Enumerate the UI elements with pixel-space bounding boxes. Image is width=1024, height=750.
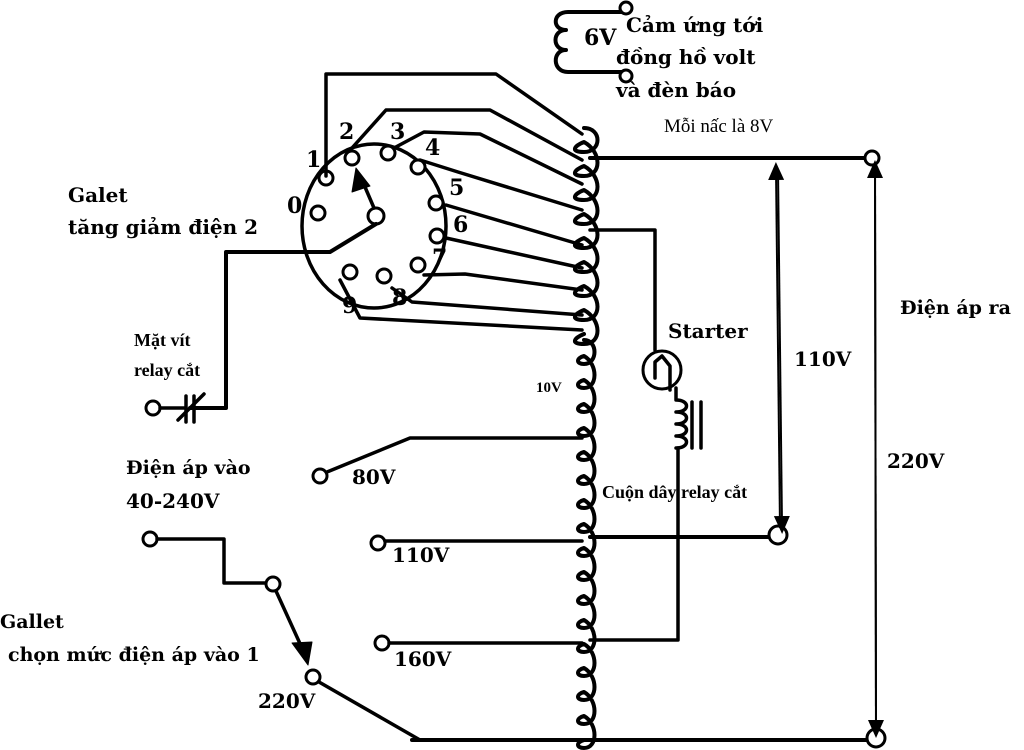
galet-2-switch <box>188 142 448 410</box>
sense-label-1: Cảm ứng tới <box>626 13 764 37</box>
tap-110-label: 110V <box>392 543 450 567</box>
relay-contact-label-1: Mặt vít <box>134 330 191 350</box>
galet-1-arrow-icon <box>291 641 313 666</box>
tap-80-label: 80V <box>352 465 396 489</box>
sense-terminal-top <box>618 0 634 16</box>
output-220-label: 220V <box>887 449 945 473</box>
sense-coil <box>553 0 634 84</box>
input-taps <box>304 436 584 742</box>
galet-pos-2: 2 <box>339 119 355 145</box>
galet-pos-7: 7 <box>432 245 448 271</box>
output-terminal-110 <box>767 524 789 546</box>
input-terminal <box>141 530 159 548</box>
output-terminal-top <box>863 149 881 167</box>
sense-label-3: và đèn báo <box>616 78 737 102</box>
galet-2-hub <box>366 206 386 226</box>
galet-2-contact-3 <box>379 144 397 162</box>
galet-2-contact-0 <box>309 204 327 222</box>
galet-pos-8: 8 <box>392 285 408 311</box>
tap-160-terminal <box>373 634 391 652</box>
galet-2-contact-9 <box>341 263 359 281</box>
relay-contact-terminal <box>144 399 162 417</box>
galet-1-pivot <box>264 575 282 593</box>
galet-2-label-2: tăng giảm điện 2 <box>68 215 259 239</box>
relay-coil-label: Cuộn dây relay cắt <box>602 482 748 502</box>
input-label-2: 40-240V <box>126 489 220 513</box>
sense-terminal-bottom <box>618 68 634 84</box>
starter-label: Starter <box>668 319 748 343</box>
sense-label-2: đồng hồ volt <box>616 45 756 69</box>
tap-80-terminal <box>311 467 329 485</box>
galet-pos-9: 9 <box>342 293 358 319</box>
galet-1-label-1: Gallet <box>0 611 64 633</box>
galet-2-contact-7 <box>409 256 427 274</box>
relay-contact-label-2: relay cắt <box>134 360 201 380</box>
galet-2-label-1: Galet <box>68 183 128 207</box>
output-terminal-bottom <box>865 727 887 749</box>
tap-160-label: 160V <box>394 647 452 671</box>
galet-pos-0: 0 <box>287 193 303 219</box>
starter-branch <box>588 228 703 642</box>
galet-1-label-2: chọn mức điện áp vào 1 <box>8 644 260 666</box>
starter-icon <box>641 349 683 391</box>
galet-tap-wires <box>324 72 584 332</box>
tap-220-terminal <box>304 668 322 686</box>
galet-2-contact-8 <box>375 267 393 285</box>
per-tap-label: Mỗi nấc là 8V <box>664 116 774 137</box>
measure-110-arrow <box>768 162 785 529</box>
main-winding <box>573 126 600 750</box>
tap-220-label: 220V <box>258 689 316 713</box>
sense-voltage-label: 6V <box>584 25 617 51</box>
relay-coil-icon <box>674 386 689 450</box>
galet-2-contact-2 <box>343 149 361 167</box>
input-label-1: Điện áp vào <box>126 457 251 479</box>
galet-2-contact-4 <box>409 158 427 176</box>
winding-section-label: 10V <box>536 380 562 396</box>
galet-1-switch <box>141 530 313 666</box>
galet-2-contact-5 <box>427 194 445 212</box>
galet-2-wiper-arrow-icon <box>351 167 371 193</box>
galet-pos-4: 4 <box>425 135 441 161</box>
tap-110-terminal <box>369 534 387 552</box>
galet-pos-5: 5 <box>449 175 465 201</box>
output-label: Điện áp ra <box>900 297 1011 319</box>
output-110-label: 110V <box>794 347 852 371</box>
galet-pos-1: 1 <box>306 147 322 173</box>
galet-2-contact-6 <box>428 227 446 245</box>
relay-contact <box>144 392 206 424</box>
galet-pos-3: 3 <box>390 119 406 145</box>
galet-pos-6: 6 <box>453 212 469 238</box>
